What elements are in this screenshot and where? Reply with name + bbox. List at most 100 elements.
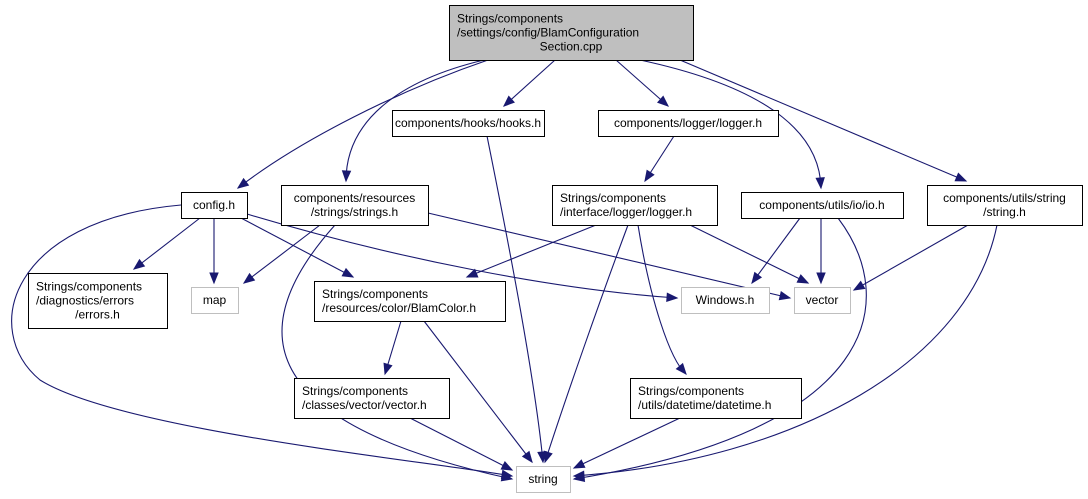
node-label: Strings/components — [560, 191, 666, 205]
node-box — [392, 110, 545, 137]
node-box — [794, 287, 851, 314]
node-box — [314, 281, 506, 322]
edge-config-string — [11, 204, 514, 479]
edge-cvector-string — [409, 417, 514, 471]
edge-line — [853, 224, 969, 291]
arrowhead-icon — [852, 280, 866, 291]
edge-line — [423, 320, 533, 463]
node-ustring[interactable]: components/utils/string/string.h — [927, 185, 1083, 226]
node-logger[interactable]: components/logger/logger.h — [598, 110, 779, 137]
node-box — [681, 287, 770, 314]
node-cvector[interactable]: Strings/components/classes/vector/vector… — [294, 378, 450, 419]
edge-line — [679, 59, 967, 182]
node-box — [281, 185, 429, 226]
node-box — [598, 110, 779, 137]
arrowhead-icon — [656, 95, 670, 107]
arrowhead-icon — [675, 362, 687, 376]
edge-line — [281, 224, 513, 480]
node-box — [191, 287, 239, 314]
node-config[interactable]: config.h — [181, 192, 248, 219]
node-label: Strings/components — [457, 12, 563, 26]
edge-datetime-string — [572, 417, 681, 469]
node-ilogger[interactable]: Strings/components/interface/logger/logg… — [552, 185, 718, 226]
edge-line — [615, 59, 669, 107]
node-box — [449, 5, 694, 61]
arrowhead-icon — [572, 470, 585, 480]
edge-line — [637, 224, 687, 375]
edge-strings-string — [281, 224, 514, 482]
node-label: /resources/color/BlamColor.h — [322, 301, 476, 315]
node-box — [927, 185, 1083, 226]
edge-line — [573, 217, 867, 480]
edge-line — [345, 59, 485, 182]
edge-line — [11, 204, 513, 477]
node-label: /interface/logger/logger.h — [560, 205, 692, 219]
edge-line — [243, 224, 321, 284]
edge-line — [240, 217, 354, 278]
node-box — [294, 378, 450, 419]
node-map: map — [191, 287, 239, 314]
node-string: string — [516, 466, 571, 493]
node-label: vector — [806, 293, 839, 307]
arrowhead-icon — [341, 170, 352, 183]
edge-root-ustring — [679, 59, 968, 182]
node-box — [630, 378, 802, 419]
edge-root-strings — [341, 59, 485, 183]
node-label: /diagnostics/errors — [36, 294, 134, 308]
node-label: components/utils/io/io.h — [759, 198, 884, 212]
node-blamcolor[interactable]: Strings/components/resources/color/BlamC… — [314, 281, 506, 322]
node-errors[interactable]: Strings/components/diagnostics/errors/er… — [28, 273, 168, 329]
arrowhead-icon — [236, 177, 250, 189]
edge-ilogger-blamcolor — [465, 224, 597, 278]
node-label: Strings/components — [322, 287, 428, 301]
node-label: Strings/components — [302, 384, 408, 398]
edge-line — [544, 224, 629, 463]
edge-ustring-string — [572, 224, 998, 480]
node-hooks[interactable]: components/hooks/hooks.h — [392, 110, 545, 137]
node-label: map — [203, 293, 227, 307]
node-root[interactable]: Strings/components/settings/config/BlamC… — [449, 5, 694, 61]
node-label: /errors.h — [75, 308, 120, 322]
edge-root-hooks — [503, 59, 556, 107]
node-datetime[interactable]: Strings/components/utils/datetime/dateti… — [630, 378, 802, 419]
edge-root-logger — [615, 59, 670, 107]
arrowhead-icon — [500, 472, 514, 482]
edge-blamcolor-cvector — [383, 320, 402, 376]
edge-blamcolor-string — [423, 320, 533, 464]
arrowhead-icon — [954, 172, 968, 182]
node-label: config.h — [193, 198, 235, 212]
arrowhead-icon — [543, 450, 553, 464]
arrowhead-icon — [209, 272, 219, 285]
edge-strings-map — [242, 224, 321, 284]
node-box — [181, 192, 248, 219]
arrowhead-icon — [816, 272, 826, 285]
edge-config-errors — [132, 217, 201, 270]
edge-line — [466, 224, 597, 278]
edge-ilogger-string — [543, 224, 629, 464]
edge-ustring-vector — [852, 224, 969, 291]
arrowhead-icon — [341, 267, 355, 278]
node-label: /settings/config/BlamConfiguration — [457, 26, 639, 40]
node-label: components/resources — [294, 191, 415, 205]
edge-line — [639, 59, 822, 189]
edge-config-map — [209, 218, 219, 285]
edge-line — [689, 224, 809, 284]
node-strings[interactable]: components/resources/strings/strings.h — [281, 185, 429, 226]
node-box — [28, 273, 168, 329]
arrowhead-icon — [796, 274, 810, 284]
arrowhead-icon — [644, 169, 655, 183]
node-io[interactable]: components/utils/io/io.h — [741, 192, 904, 219]
edge-line — [503, 59, 556, 107]
edge-line — [573, 224, 998, 477]
edge-strings-vector — [427, 212, 792, 301]
node-label: /classes/vector/vector.h — [302, 398, 427, 412]
edge-line — [486, 135, 544, 463]
node-box — [516, 466, 571, 493]
node-label: /strings/strings.h — [311, 205, 398, 219]
node-label: components/hooks/hooks.h — [395, 116, 541, 130]
node-label: Strings/components — [36, 280, 142, 294]
arrowhead-icon — [666, 292, 679, 302]
arrowhead-icon — [572, 459, 586, 469]
edge-config-blamcolor — [240, 217, 355, 278]
